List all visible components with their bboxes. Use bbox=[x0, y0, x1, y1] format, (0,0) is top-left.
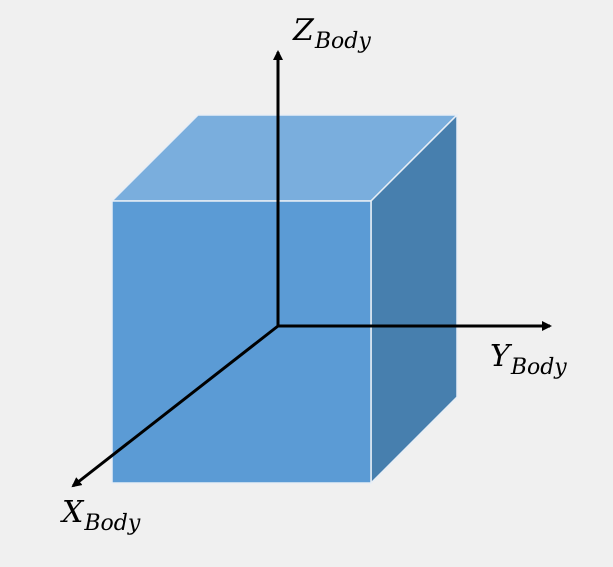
y-axis-symbol: Y bbox=[490, 339, 510, 374]
cube bbox=[110, 113, 459, 485]
y-axis-subscript: Body bbox=[510, 355, 567, 380]
y-axis-label: YBody bbox=[490, 342, 567, 379]
z-axis-symbol: Z bbox=[293, 13, 314, 48]
z-axis-label: ZBody bbox=[293, 16, 371, 53]
x-axis-label: XBody bbox=[62, 498, 140, 535]
x-axis-subscript: Body bbox=[84, 511, 141, 536]
axes bbox=[71, 50, 552, 488]
x-axis-arrow bbox=[71, 324, 279, 488]
z-axis-subscript: Body bbox=[314, 29, 371, 54]
cube-front-face bbox=[111, 200, 372, 484]
x-axis-symbol: X bbox=[62, 495, 84, 530]
